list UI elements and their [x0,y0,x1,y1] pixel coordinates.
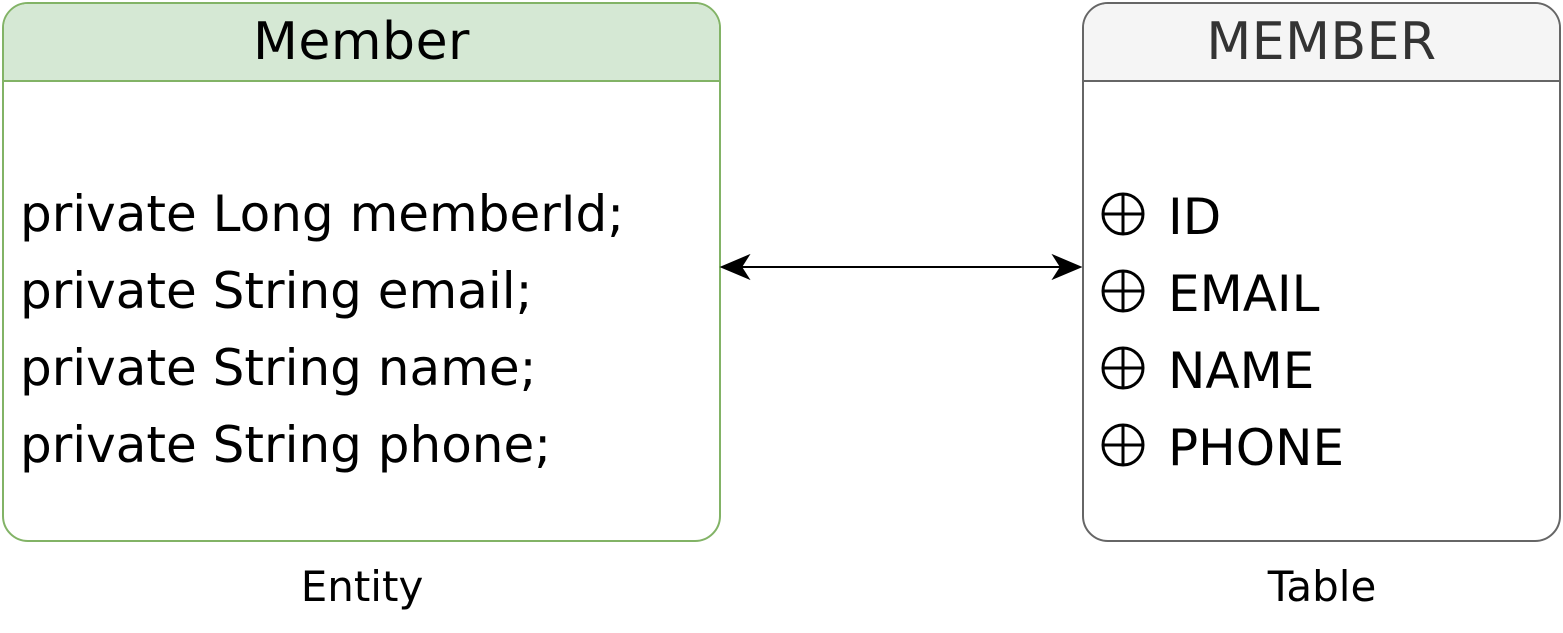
primary-key-icon [1101,346,1145,389]
table-column: EMAIL [1100,253,1344,330]
entity-field: private String phone; [20,416,552,474]
entity-field: private String email; [20,262,533,320]
table-column-name: PHONE [1168,419,1345,477]
table-title: MEMBER [1084,4,1559,82]
primary-key-icon [1101,269,1145,312]
table-column: PHONE [1100,407,1344,484]
table-box: MEMBER ID EMAIL NAME [1082,2,1561,542]
entity-field: private String name; [20,339,537,397]
table-column: ID [1100,176,1344,253]
entity-field-list: private Long memberId; private String em… [20,176,624,484]
entity-box: Member private Long memberId; private St… [2,2,721,542]
entity-title: Member [4,4,719,82]
table-column-list: ID EMAIL NAME PHONE [1100,176,1344,484]
primary-key-icon [1101,192,1145,235]
entity-caption: Entity [300,562,424,611]
arrow-head-right-icon [1051,253,1083,281]
table-column: NAME [1100,330,1344,407]
table-column-name: EMAIL [1168,265,1320,323]
entity-field: private Long memberId; [20,185,625,243]
table-column-name: ID [1168,188,1222,246]
table-column-name: NAME [1168,342,1315,400]
primary-key-icon [1101,423,1145,466]
table-caption: Table [1267,562,1377,611]
arrow-head-left-icon [719,253,751,281]
